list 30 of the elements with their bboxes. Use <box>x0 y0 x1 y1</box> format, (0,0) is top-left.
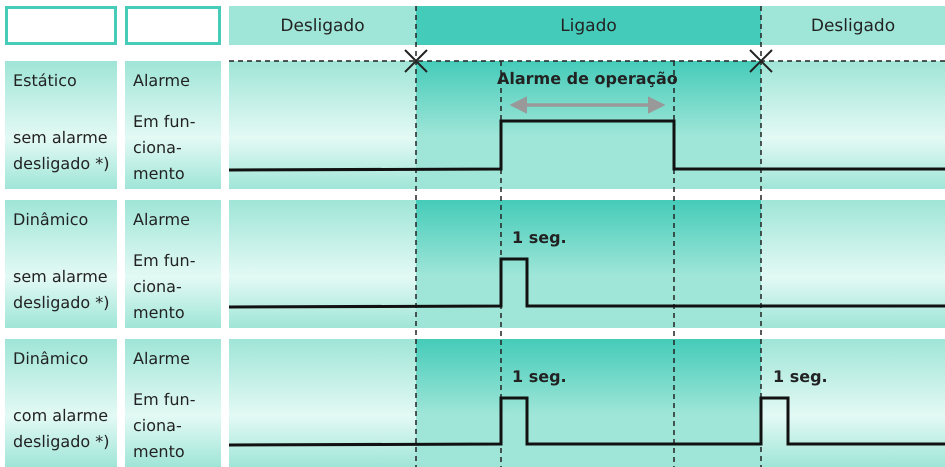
signal-name: Alarme <box>133 70 191 92</box>
mode-description: sem alarme desligado *) <box>13 266 110 314</box>
state-header-band <box>761 6 945 45</box>
empty-header-box <box>5 6 117 45</box>
mode-title: Dinâmico <box>13 348 90 370</box>
mode-cell <box>5 200 117 328</box>
empty-header-box <box>125 6 221 45</box>
signal-name-cell <box>125 339 221 467</box>
state-label: Ligado <box>560 16 617 36</box>
mode-title: Dinâmico <box>13 209 90 231</box>
signal-name: Em fun- ciona- mento <box>133 111 196 185</box>
mode-cell <box>5 61 117 189</box>
signal-name-cell <box>125 61 221 189</box>
mode-description: sem alarme desligado *) <box>13 127 110 175</box>
pulse-duration-label: 1 seg. <box>773 367 828 386</box>
pulse-duration-label: 1 seg. <box>512 367 567 386</box>
signal-name: Alarme <box>133 348 191 370</box>
mode-title: Estático <box>13 70 78 92</box>
state-label: Desligado <box>810 16 896 36</box>
signal-name-cell <box>125 200 221 328</box>
state-header-band <box>229 6 416 45</box>
duration-label: Alarme de operação <box>497 69 678 88</box>
state-header-band <box>416 6 761 45</box>
signal-name: Alarme <box>133 209 191 231</box>
state-label: Desligado <box>280 16 365 36</box>
signal-name: Em fun- ciona- mento <box>133 250 196 324</box>
signal-name: Em fun- ciona- mento <box>133 389 196 463</box>
mode-description: com alarme desligado *) <box>13 405 110 453</box>
pulse-duration-label: 1 seg. <box>512 228 567 247</box>
mode-cell <box>5 339 117 467</box>
